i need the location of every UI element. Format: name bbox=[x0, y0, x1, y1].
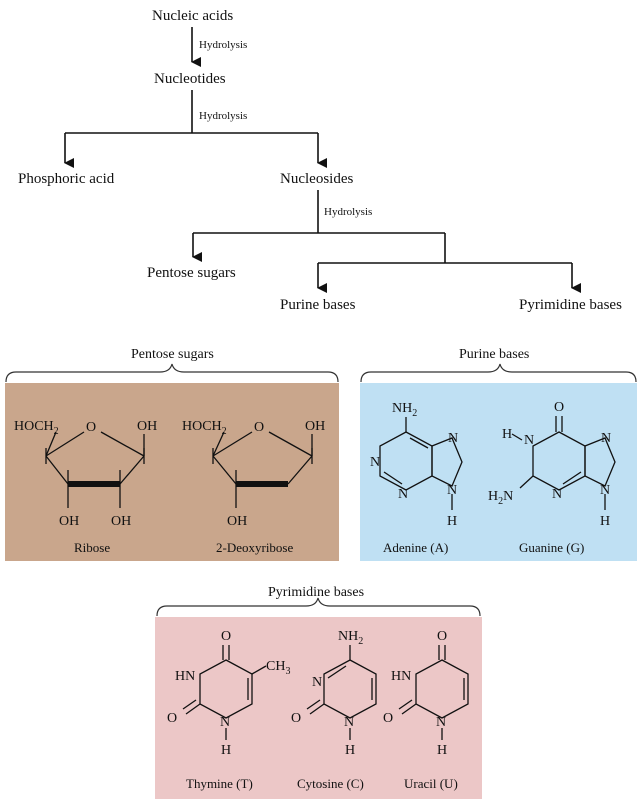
ribose-oh-2: OH bbox=[59, 514, 79, 529]
thymine-h: H bbox=[221, 743, 231, 758]
thymine-caption: Thymine (T) bbox=[186, 776, 253, 791]
pentose-panel: Pentose sugars HOCH2 O OH OH OH Ribose bbox=[5, 347, 339, 561]
pentose-sugars-label: Pentose sugars bbox=[147, 265, 236, 281]
deoxy-oh-2: OH bbox=[227, 514, 247, 529]
guanine-caption: Guanine (G) bbox=[519, 540, 584, 555]
cytosine-h: H bbox=[345, 743, 355, 758]
adenine-caption: Adenine (A) bbox=[383, 540, 448, 555]
pentose-header: Pentose sugars bbox=[131, 347, 214, 362]
guanine-h9: H bbox=[600, 514, 610, 529]
pentose-brace bbox=[5, 363, 339, 383]
adenine-structure: NH2 N N N N H Adenine (A) bbox=[370, 401, 463, 555]
uracil-n1: N bbox=[436, 715, 446, 730]
uracil-h: H bbox=[437, 743, 447, 758]
guanine-o: O bbox=[554, 400, 564, 415]
guanine-n1: N bbox=[524, 433, 534, 448]
hydrolysis-label-1: Hydrolysis bbox=[199, 39, 247, 51]
deoxyribose-structure: HOCH2 O OH OH 2-Deoxyribose bbox=[182, 419, 325, 555]
cytosine-structure: NH2 N N H O Cytosine (C) bbox=[291, 629, 377, 791]
uracil-structure: O HN N H O Uracil (U) bbox=[383, 629, 469, 791]
purine-header: Purine bases bbox=[459, 347, 529, 362]
deoxy-oh-1: OH bbox=[305, 419, 325, 434]
adenine-n1: N bbox=[370, 455, 380, 470]
cytosine-o2: O bbox=[291, 711, 301, 726]
purine-panel: Purine bases NH2 N N N N H Adenine (A) O bbox=[360, 347, 637, 561]
thymine-structure: O CH3 HN N H O Thymine (T) bbox=[167, 629, 290, 791]
cytosine-nh2: NH2 bbox=[338, 629, 363, 647]
pyrimidine-header: Pyrimidine bases bbox=[268, 585, 364, 600]
adenine-n3: N bbox=[398, 487, 408, 502]
ribose-oh-1: OH bbox=[137, 419, 157, 434]
deoxy-ring-o: O bbox=[254, 420, 264, 435]
thymine-n1: N bbox=[220, 715, 230, 730]
uracil-o2: O bbox=[383, 711, 393, 726]
hydrolysis-label-2: Hydrolysis bbox=[199, 110, 247, 122]
nucleic-acids-label: Nucleic acids bbox=[152, 8, 233, 24]
pyrimidine-panel: Pyrimidine bases O CH3 HN N H O Thymine … bbox=[155, 585, 482, 799]
thymine-hn: HN bbox=[175, 669, 195, 684]
adenine-n9: N bbox=[447, 483, 457, 498]
guanine-h1: H bbox=[502, 427, 512, 442]
ribose-hoch2: HOCH2 bbox=[14, 419, 59, 437]
uracil-o4: O bbox=[437, 629, 447, 644]
deoxyribose-caption: 2-Deoxyribose bbox=[216, 540, 293, 555]
thymine-o2: O bbox=[167, 711, 177, 726]
uracil-hn: HN bbox=[391, 669, 411, 684]
guanine-n3: N bbox=[552, 487, 562, 502]
adenine-n7: N bbox=[448, 431, 458, 446]
cytosine-n1: N bbox=[344, 715, 354, 730]
adenine-nh2: NH2 bbox=[392, 401, 417, 419]
deoxy-hoch2: HOCH2 bbox=[182, 419, 227, 437]
thymine-o4: O bbox=[221, 629, 231, 644]
purine-brace bbox=[360, 363, 637, 383]
guanine-n7: N bbox=[601, 431, 611, 446]
ribose-caption: Ribose bbox=[74, 540, 110, 555]
adenine-h: H bbox=[447, 514, 457, 529]
ribose-oh-3: OH bbox=[111, 514, 131, 529]
pyrimidine-bases-label: Pyrimidine bases bbox=[519, 297, 622, 313]
hydrolysis-label-3: Hydrolysis bbox=[324, 206, 372, 218]
ribose-structure: HOCH2 O OH OH OH Ribose bbox=[14, 419, 157, 555]
nucleosides-label: Nucleosides bbox=[280, 171, 353, 187]
phosphoric-acid-label: Phosphoric acid bbox=[18, 171, 115, 187]
cytosine-n3: N bbox=[312, 675, 322, 690]
uracil-caption: Uracil (U) bbox=[404, 776, 458, 791]
purine-background bbox=[360, 383, 637, 561]
guanine-h2n: H2N bbox=[488, 489, 513, 507]
pentose-background bbox=[5, 383, 339, 561]
ribose-ring-o: O bbox=[86, 420, 96, 435]
nucleotides-label: Nucleotides bbox=[154, 71, 226, 87]
purine-bases-label: Purine bases bbox=[280, 297, 356, 313]
guanine-structure: O N H N N N H H2N Guanine (G) bbox=[488, 400, 616, 555]
guanine-n9: N bbox=[600, 483, 610, 498]
pyrimidine-brace bbox=[156, 597, 481, 617]
flowchart: Nucleic acids Hydrolysis Nucleotides Hyd… bbox=[18, 8, 622, 313]
cytosine-caption: Cytosine (C) bbox=[297, 776, 364, 791]
thymine-ch3: CH3 bbox=[266, 659, 290, 677]
